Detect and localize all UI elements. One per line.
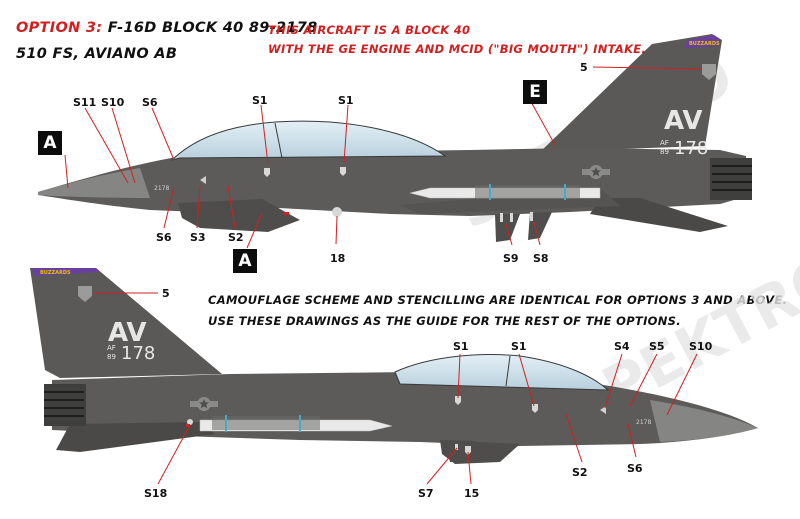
top-tail-code: AV xyxy=(664,106,702,136)
top-nose-stencil: 2178 xyxy=(154,185,169,192)
top-tail-serial: 178 xyxy=(674,138,708,159)
callout-s10-top: S10 xyxy=(101,96,125,109)
block-note-line-2: WITH THE GE ENGINE AND MCID ("BIG MOUTH"… xyxy=(268,42,647,56)
callout-18: 18 xyxy=(330,252,345,265)
callout-5-bottom: 5 xyxy=(162,287,170,300)
callout-s9: S9 xyxy=(503,252,519,265)
position-box-a-nose: A xyxy=(38,131,62,155)
bottom-callout-labels: 5 S1 S1 S4 S5 S10 S2 S6 S18 S7 15 xyxy=(144,287,713,500)
bottom-fin-band xyxy=(32,268,100,276)
bottom-callout-lines xyxy=(93,292,698,485)
camouflage-note-line-1: CAMOUFLAGE SCHEME AND STENCILLING ARE ID… xyxy=(208,293,788,307)
callout-s11-top: S11 xyxy=(73,96,96,109)
position-box-e-spine: E xyxy=(523,80,547,104)
callout-s6-bottom: S6 xyxy=(627,462,643,475)
top-fin-band-text: BUZZARDS xyxy=(689,41,720,47)
callout-s5: S5 xyxy=(649,340,665,353)
callout-s1-left-top: S1 xyxy=(252,94,268,107)
top-vertical-fin xyxy=(540,34,722,152)
bottom-national-insignia xyxy=(190,397,218,411)
bottom-tail-af: AF xyxy=(107,344,116,352)
bottom-squadron-badge xyxy=(78,286,92,302)
unit-subtitle: 510 FS, AVIANO AB xyxy=(16,46,178,62)
bottom-tail-year: 89 xyxy=(107,353,116,361)
callout-5-top: 5 xyxy=(580,61,588,74)
top-exhaust-nozzle xyxy=(710,158,752,200)
top-ventral-fin-2 xyxy=(528,212,552,240)
callout-s1-right-bottom: S1 xyxy=(511,340,527,353)
bottom-tail-serial: 178 xyxy=(121,343,155,364)
top-squadron-badge xyxy=(702,64,716,80)
title-line: OPTION 3: F-16D BLOCK 40 89-2178 xyxy=(16,20,318,36)
top-callout-lines xyxy=(64,66,703,249)
top-aircraft: BUZZARDS xyxy=(38,34,752,242)
top-canopy xyxy=(170,120,447,161)
callout-s8: S8 xyxy=(533,252,549,265)
top-emblems xyxy=(264,167,533,222)
top-horizontal-stabilizer xyxy=(590,198,728,232)
top-nose-arrow xyxy=(200,176,206,184)
block-note-line-1: THIS AIRCRAFT IS A BLOCK 40 xyxy=(268,23,471,37)
callout-s6-upper: S6 xyxy=(142,96,158,109)
bottom-emblems xyxy=(187,396,538,455)
camouflage-note-line-2: USE THESE DRAWINGS AS THE GUIDE FOR THE … xyxy=(208,314,681,328)
bottom-nose-stencil: 2178 xyxy=(636,419,651,426)
aircraft-title: F-16D BLOCK 40 89-2178 xyxy=(107,20,318,36)
top-callout-labels: S11 S10 S6 S1 S1 5 S6 S3 S2 18 S9 S8 xyxy=(73,61,588,265)
callout-s7: S7 xyxy=(418,487,434,500)
bottom-aircraft: BUZZARDS xyxy=(30,268,758,464)
top-tail-af: AF xyxy=(660,139,669,147)
callout-s2-bottom: S2 xyxy=(572,466,588,479)
bottom-nose-arrow xyxy=(600,406,606,414)
top-fin-band xyxy=(684,35,721,48)
callout-15: 15 xyxy=(464,487,479,500)
callout-s10-bottom: S10 xyxy=(689,340,713,353)
top-nose-cone xyxy=(38,168,150,198)
bottom-red-mark xyxy=(186,424,190,427)
top-missile xyxy=(409,184,601,200)
top-intake xyxy=(178,199,300,232)
top-tail-year: 89 xyxy=(660,148,669,156)
position-box-a-intake: A xyxy=(233,249,257,273)
bottom-ventral-fin xyxy=(445,440,475,462)
callout-s6-lower: S6 xyxy=(156,231,172,244)
callout-s18: S18 xyxy=(144,487,167,500)
option-label: OPTION 3: xyxy=(16,20,103,36)
callout-s1-right-top: S1 xyxy=(338,94,354,107)
callout-s3: S3 xyxy=(190,231,206,244)
top-national-insignia xyxy=(582,165,610,179)
bottom-tail-code: AV xyxy=(108,318,146,348)
callout-s4: S4 xyxy=(614,340,630,353)
callout-s2-top: S2 xyxy=(228,231,244,244)
bottom-nose-cone xyxy=(650,400,758,442)
bottom-missile xyxy=(199,415,393,432)
top-intake-red-mark xyxy=(284,212,289,215)
callout-s1-left-bottom: S1 xyxy=(453,340,469,353)
bottom-horizontal-stabilizer xyxy=(56,422,215,452)
bottom-canopy xyxy=(394,354,610,391)
bottom-exhaust-nozzle xyxy=(44,384,86,426)
bottom-fin-band-text: BUZZARDS xyxy=(40,270,71,276)
